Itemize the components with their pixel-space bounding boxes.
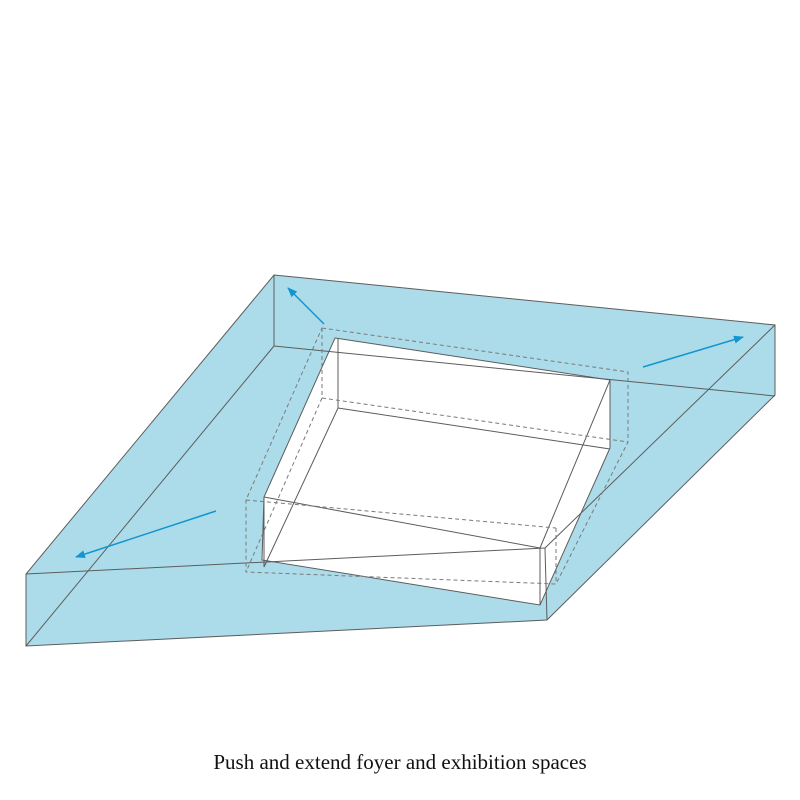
arrow-southwest [75, 510, 217, 558]
arrow-northwest [287, 287, 325, 325]
extension-arrows [75, 287, 744, 558]
dashed-original-outline [245, 327, 629, 585]
extended-mass-slab [25, 274, 776, 647]
arrow-east [642, 335, 744, 368]
diagram-caption: Push and extend foyer and exhibition spa… [213, 750, 587, 774]
